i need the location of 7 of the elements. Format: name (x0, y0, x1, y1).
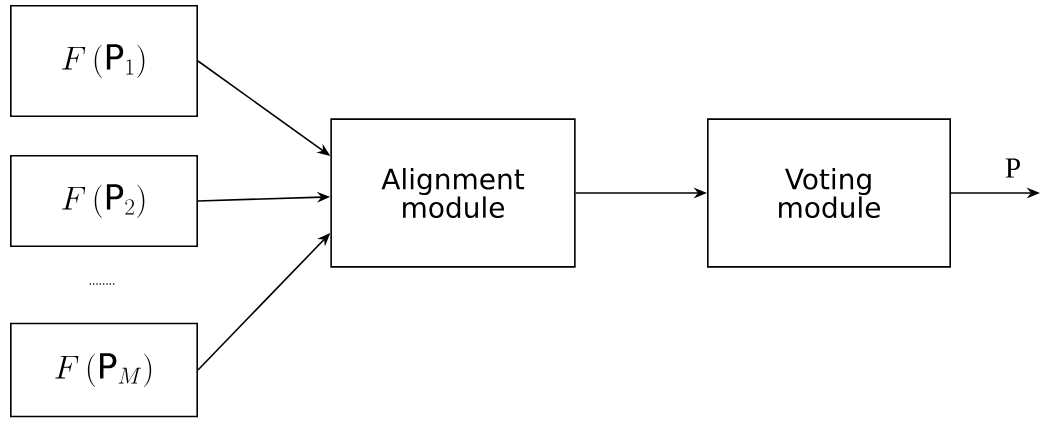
formula-box: $F\left(\mathrm{P}_{M}\right)$ (10, 322, 198, 418)
formula-box: $F\left(\mathrm{P}_{2}\right)$ (10, 155, 198, 247)
formula-box: $F\left(\mathrm{P}_{1}\right)$ (10, 5, 198, 117)
module-box: Alignment module (330, 118, 576, 268)
module-box: Voting module (707, 118, 951, 268)
ellipsis-dots: ........ (89, 283, 115, 285)
edge-label: P (1003, 157, 1023, 179)
